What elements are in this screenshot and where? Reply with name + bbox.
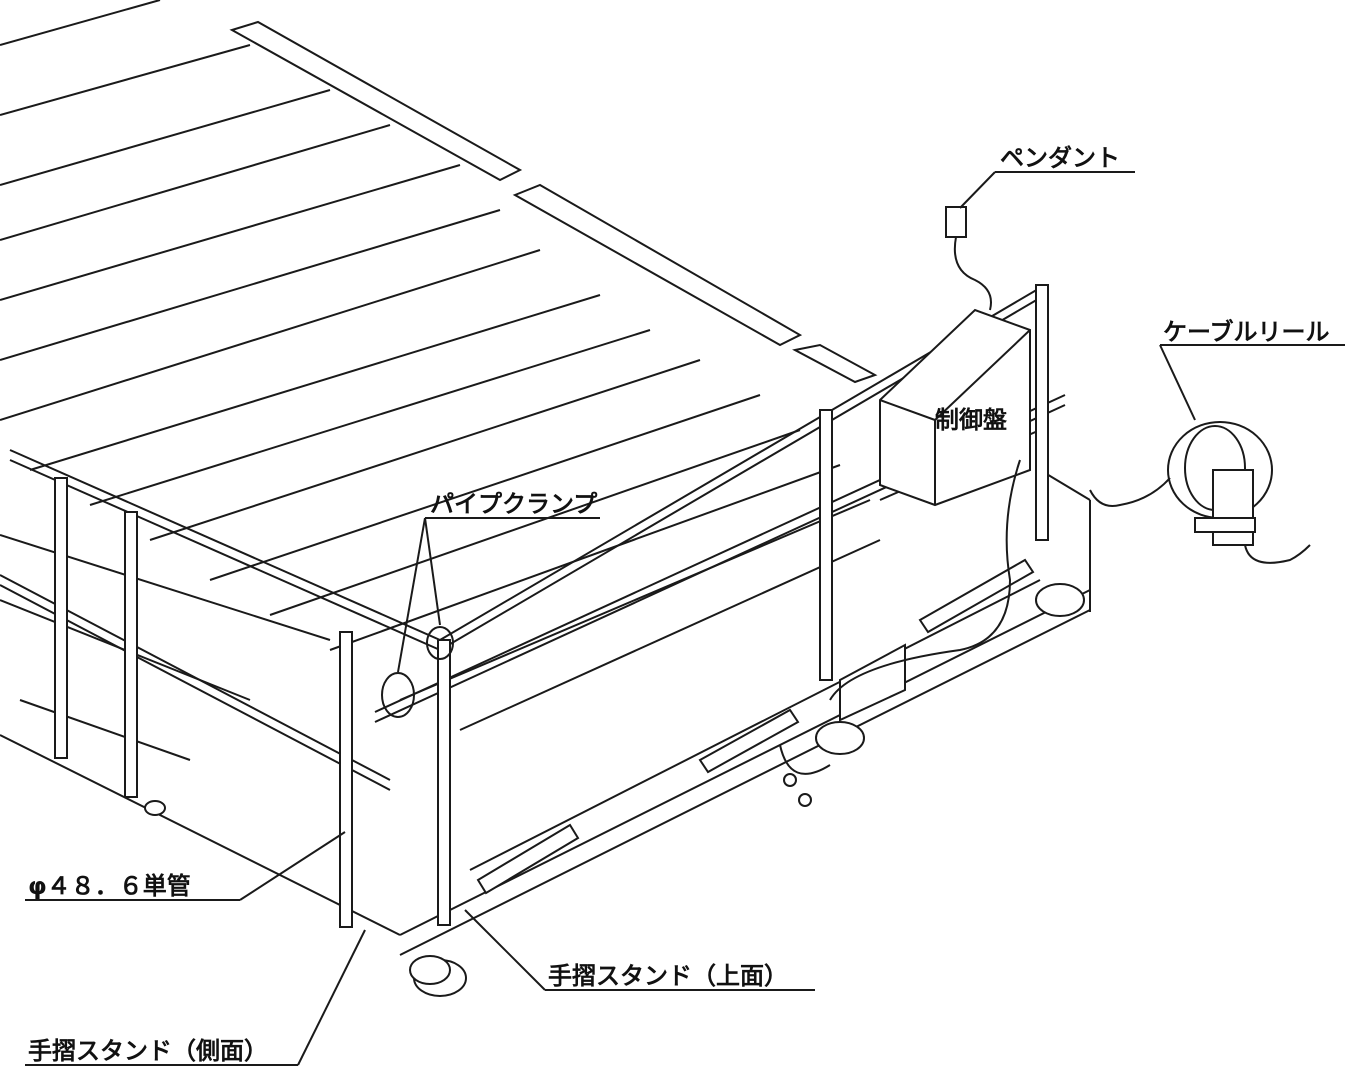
cable-reel bbox=[779, 421, 1311, 807]
platform-frame bbox=[0, 429, 1091, 956]
label-single-pipe: φ４８．６単管 bbox=[28, 872, 191, 900]
pendant-device bbox=[945, 206, 992, 311]
deck-planks bbox=[0, 0, 881, 761]
side-channels bbox=[476, 558, 1035, 895]
label-cable-reel: ケーブルリール bbox=[1163, 318, 1330, 346]
label-pipe-clamp: パイプクランプ bbox=[430, 490, 598, 518]
wheels bbox=[144, 583, 1085, 997]
pipe-clamp-marks bbox=[381, 626, 454, 718]
label-handrail-stand-side: 手摺スタンド（側面） bbox=[28, 1037, 268, 1065]
label-pendant: ペンダント bbox=[1000, 144, 1120, 172]
label-control-panel: 制御盤 bbox=[935, 406, 1008, 434]
cover-plates bbox=[229, 20, 878, 384]
handrail-posts bbox=[54, 284, 1049, 928]
leader-lines bbox=[25, 171, 1345, 1066]
label-handrail-stand-top: 手摺スタンド（上面） bbox=[548, 962, 788, 990]
control-panel-box bbox=[879, 308, 1031, 507]
